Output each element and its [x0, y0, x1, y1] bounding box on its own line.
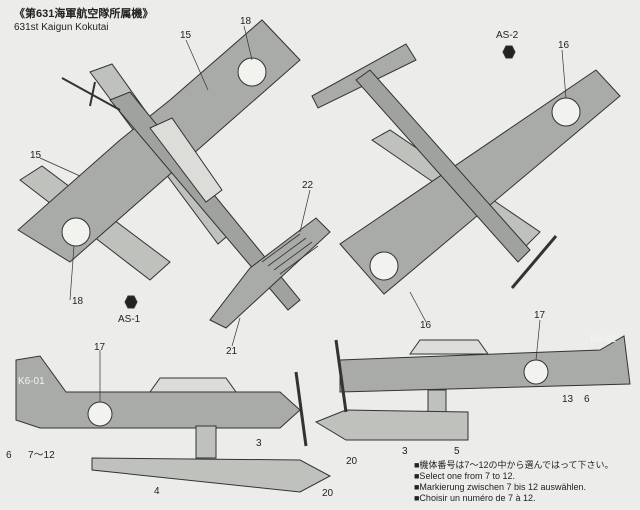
side-right-fuselage	[339, 335, 631, 393]
side-right-hinomaru	[523, 359, 549, 385]
side-left-canopy	[149, 377, 237, 393]
callout-4: 4	[154, 486, 160, 497]
callout-15b: 15	[30, 150, 42, 161]
callout-17b: 17	[534, 310, 546, 321]
as1-marker-icon	[124, 295, 138, 309]
side-right-float	[314, 409, 469, 441]
callout-3b: 3	[402, 446, 408, 457]
callout-15a: 15	[180, 30, 192, 41]
tail-code-right: K6-01	[590, 334, 617, 345]
side-left-propeller	[294, 371, 308, 447]
bottom-hinomaru-a	[551, 97, 581, 127]
bottom-main-wing	[339, 69, 621, 295]
callout-18b: 18	[72, 296, 84, 307]
callout-5: 5	[454, 446, 460, 457]
note-jp: ■機体番号は7～12の中から選んではって下さい。	[414, 460, 614, 470]
as2-marker-icon	[502, 45, 516, 59]
top-view-aircraft	[17, 19, 331, 329]
side-left-hinomaru	[87, 401, 113, 427]
callout-6b: 6	[584, 394, 590, 405]
as1-label: AS-1	[118, 314, 141, 325]
callout-7-12: 7～12	[28, 450, 55, 461]
unit-title-jp: 《第631海軍航空隊所属機》	[14, 8, 154, 20]
numbering-notes: ■機体番号は7～12の中から選んではって下さい。 ■Select one fro…	[414, 460, 614, 504]
callout-labels: 15 18 15 18 22 21 AS-1 AS-2 16 16 17 K6-…	[6, 16, 617, 499]
top-canopy	[149, 117, 223, 203]
callout-3a: 3	[256, 438, 262, 449]
callout-17a: 17	[94, 342, 106, 353]
top-hinomaru-b	[61, 217, 91, 247]
callout-18a: 18	[240, 16, 252, 27]
callout-20b: 20	[346, 456, 358, 467]
bottom-propeller	[510, 235, 558, 289]
top-hinomaru-a	[237, 57, 267, 87]
as2-label: AS-2	[496, 30, 519, 41]
side-view-right	[314, 335, 631, 441]
callout-20a: 20	[322, 488, 334, 499]
note-fr: ■Choisir un numéro de 7 à 12.	[414, 493, 536, 503]
top-tail-stripes	[261, 233, 319, 275]
callout-22: 22	[302, 180, 314, 191]
note-en: ■Select one from 7 to 12.	[414, 471, 515, 481]
unit-header: 《第631海軍航空隊所属機》 631st Kaigun Kokutai	[14, 8, 153, 34]
side-right-canopy	[409, 339, 489, 355]
side-view-left	[15, 355, 332, 493]
bottom-hinomaru-b	[369, 251, 399, 281]
tail-code-left: K6-01	[18, 376, 45, 387]
callout-6a: 6	[6, 450, 12, 461]
callout-13: 13	[562, 394, 574, 405]
bottom-view-aircraft	[311, 43, 621, 295]
leader-lines	[39, 25, 567, 402]
note-de: ■Markierung zwischen 7 bis 12 auswählen.	[414, 482, 587, 492]
top-propeller	[61, 77, 121, 111]
side-left-strut	[195, 425, 217, 459]
side-left-float	[91, 457, 332, 493]
top-tailplane	[209, 217, 331, 329]
callout-16a: 16	[558, 40, 570, 51]
bottom-fuselage	[355, 69, 531, 263]
callout-16b: 16	[420, 320, 432, 331]
callout-21: 21	[226, 346, 238, 357]
side-right-propeller	[334, 339, 348, 413]
unit-title-en: 631st Kaigun Kokutai	[14, 22, 109, 33]
